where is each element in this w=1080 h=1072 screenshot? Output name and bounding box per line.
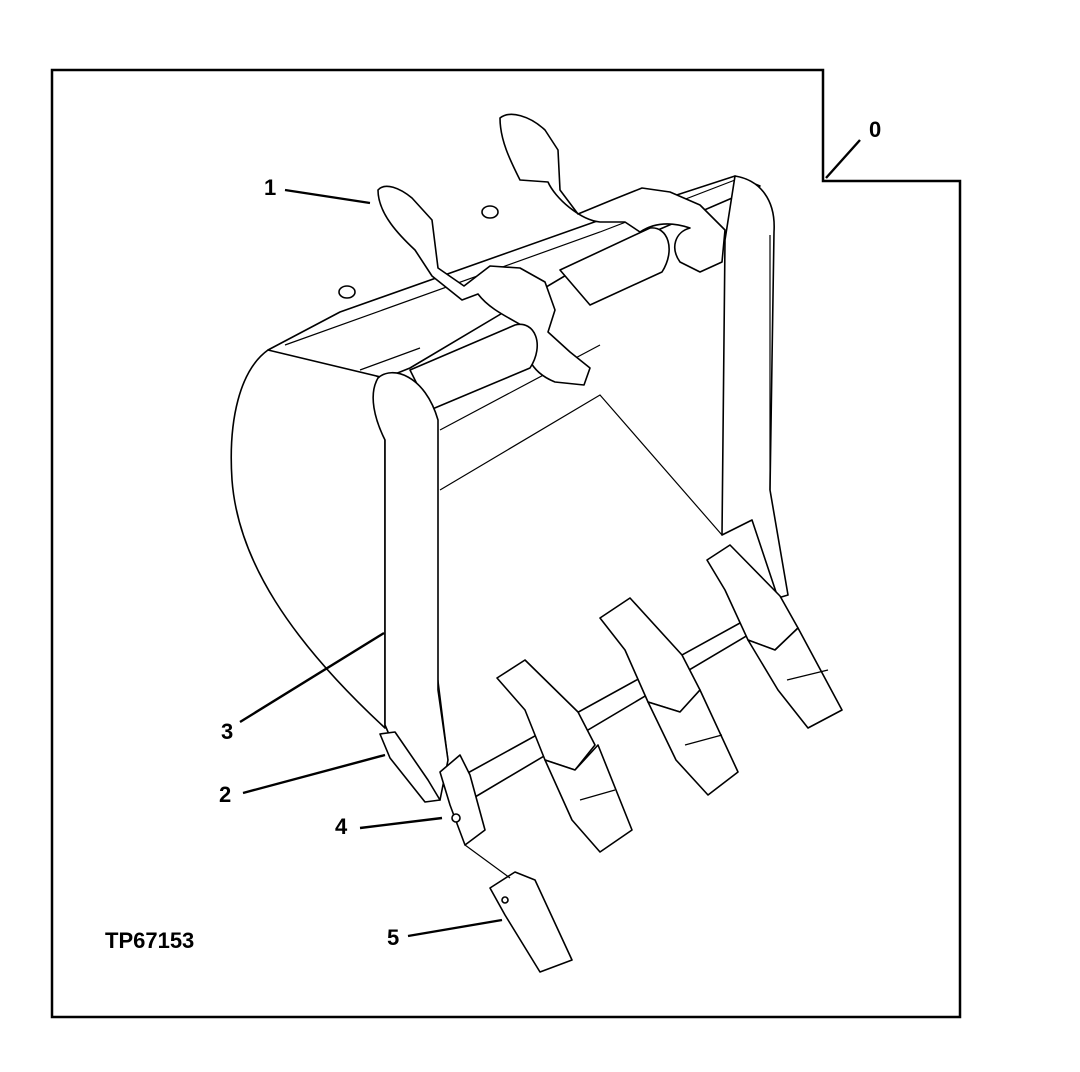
tooth-adapter-2 — [496, 659, 596, 771]
leader-1 — [284, 188, 371, 205]
bucket-right-side — [721, 175, 789, 599]
side-cutter-tip — [379, 731, 441, 803]
leader-5 — [407, 918, 503, 938]
mounting-ear-rear — [499, 113, 726, 273]
callout-2-label: 2 — [219, 782, 231, 807]
pivot-tube-front — [409, 323, 539, 411]
loose-tooth — [489, 871, 573, 973]
leader-2 — [242, 753, 386, 795]
leader-lines — [239, 139, 861, 938]
bucket-shell — [230, 348, 386, 729]
leader-0 — [825, 139, 861, 179]
figure-reference-id: TP67153 — [105, 928, 194, 953]
tooth-adapter-1 — [439, 754, 486, 846]
callout-0-label: 0 — [869, 117, 881, 142]
leader-4 — [359, 816, 443, 830]
callout-5-label: 5 — [387, 925, 399, 950]
callout-1-label: 1 — [264, 175, 276, 200]
diagram-frame — [50, 68, 962, 1019]
leader-3 — [239, 631, 385, 724]
callout-4-label: 4 — [335, 814, 348, 839]
tooth-2 — [544, 744, 633, 853]
pivot-tube-rear — [559, 227, 670, 306]
callout-3-label: 3 — [221, 719, 233, 744]
bucket-illustration — [230, 113, 843, 973]
